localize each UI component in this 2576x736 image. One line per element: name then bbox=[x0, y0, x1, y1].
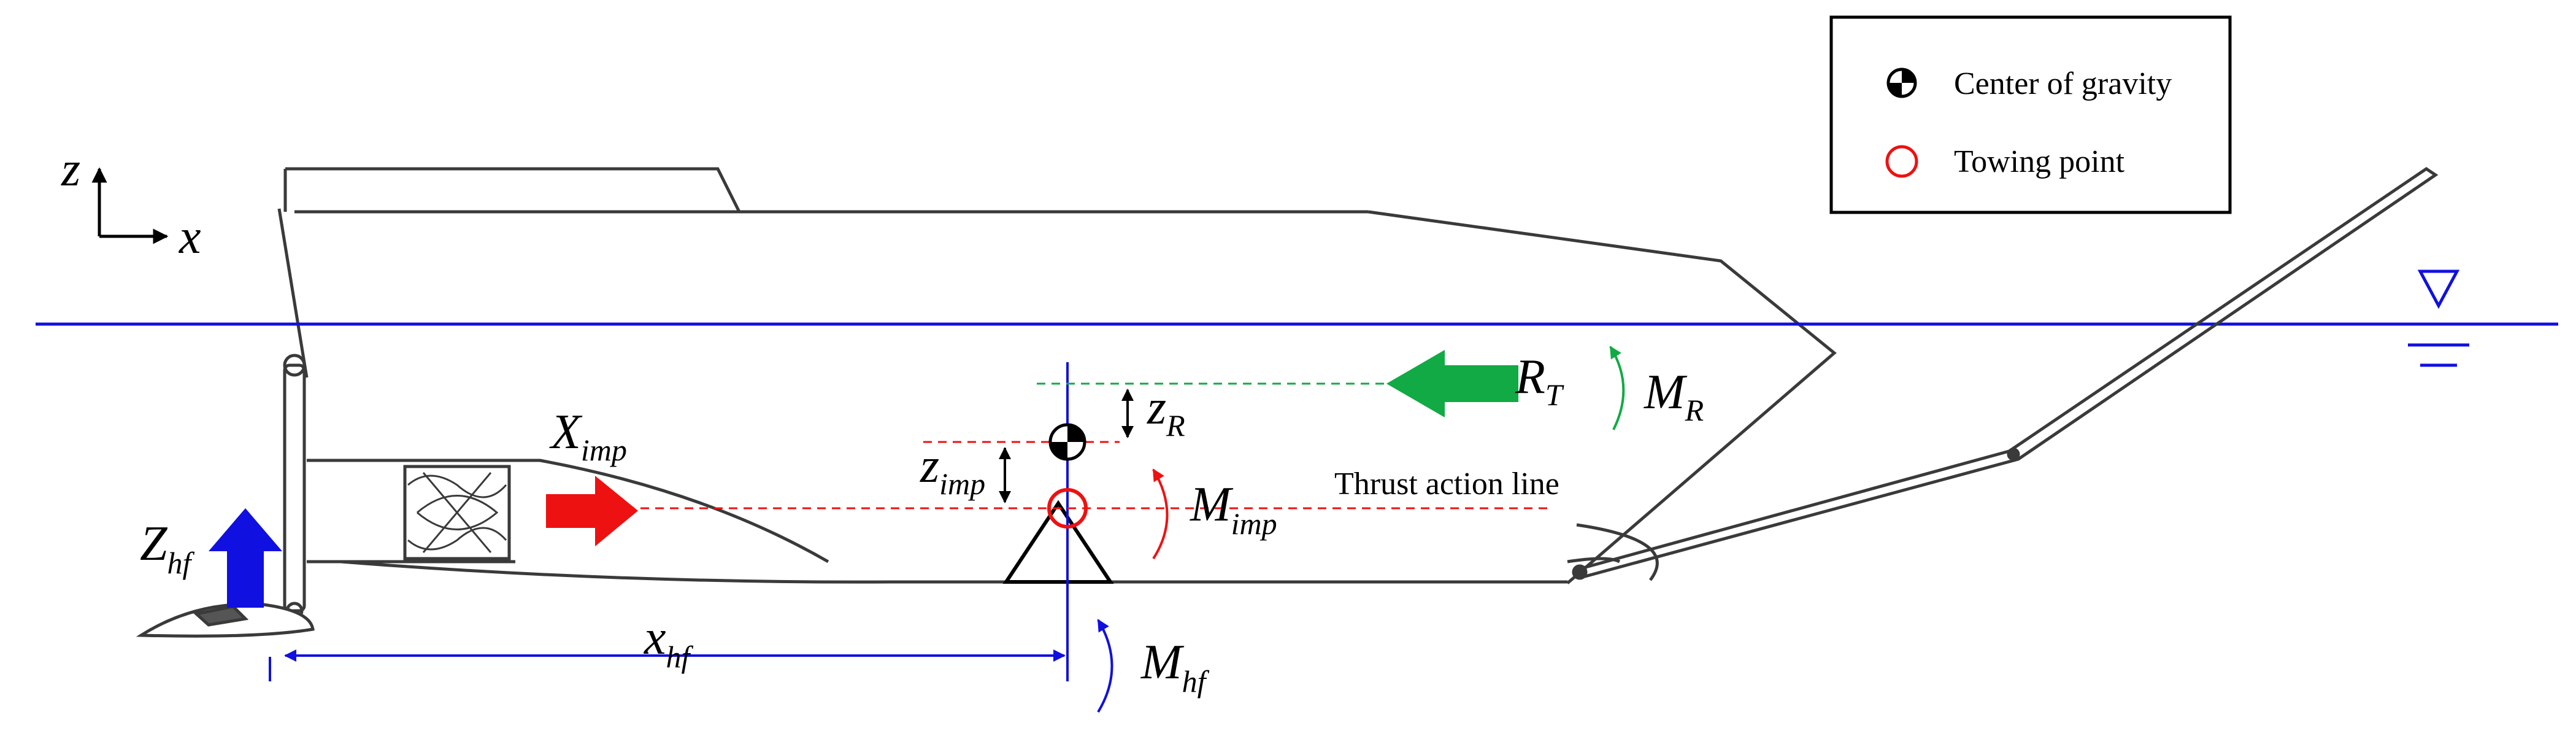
legend-box bbox=[1829, 15, 2232, 214]
xhf-label: xhf bbox=[644, 611, 694, 674]
legend-cog-label: Center of gravity bbox=[1954, 66, 2172, 101]
foil-moment-label: Mhf bbox=[1140, 635, 1210, 699]
bow-flare-curve bbox=[1576, 523, 1659, 581]
water-level-triangle-icon bbox=[2417, 269, 2460, 309]
strut-body bbox=[283, 363, 306, 613]
tow-fixture-triangle bbox=[1002, 500, 1114, 584]
impeller-moment-label: Mimp bbox=[1190, 478, 1277, 541]
bow-outline bbox=[1367, 210, 1837, 584]
thrust-label: Ximp bbox=[549, 405, 627, 467]
thrust-force-arrow bbox=[546, 476, 638, 546]
strut-top-pivot-icon bbox=[283, 354, 306, 377]
coordinate-axes: z x bbox=[61, 142, 201, 264]
towing-boom bbox=[1572, 166, 2439, 580]
legend-towing-label: Towing point bbox=[1954, 144, 2125, 179]
center-of-gravity-marker bbox=[1048, 423, 1086, 461]
boat-hull bbox=[277, 167, 1837, 584]
foil-lift-label: Zhf bbox=[140, 517, 195, 580]
towing-point-marker bbox=[1047, 488, 1088, 529]
foil-flap-detail bbox=[193, 605, 249, 627]
resistance-moment-arrow bbox=[1609, 346, 1625, 430]
tow-boom-outline bbox=[1576, 166, 2439, 579]
impeller-icon bbox=[407, 472, 507, 553]
boom-hinge-icon bbox=[1572, 564, 1588, 580]
center-of-gravity-icon bbox=[1886, 68, 1917, 98]
foil-lift-force-arrow bbox=[209, 508, 282, 608]
resistance-force-arrow bbox=[1386, 350, 1518, 417]
boom-joint-icon bbox=[2007, 447, 2020, 461]
resistance-moment-label: MR bbox=[1644, 365, 1704, 427]
z-axis-label: z bbox=[61, 142, 80, 196]
transom-line bbox=[277, 208, 309, 378]
bow-chine bbox=[1567, 557, 1621, 564]
impeller-moment-arrow bbox=[1152, 468, 1169, 560]
waterjet-unit bbox=[307, 459, 829, 564]
zr-label: zR bbox=[1147, 381, 1185, 443]
hydrofoil-strut bbox=[136, 354, 315, 638]
legend: Center of gravity Towing point bbox=[1829, 15, 2232, 214]
x-axis-label: x bbox=[179, 210, 201, 264]
duct-upper bbox=[307, 459, 829, 564]
towing-point-icon bbox=[1885, 145, 1918, 178]
water-surface-symbol bbox=[2408, 269, 2469, 367]
thrust-action-line-label: Thrust action line bbox=[1334, 467, 1559, 502]
cabin-outline bbox=[285, 167, 741, 213]
impeller-housing bbox=[403, 465, 511, 560]
resistance-label: RT bbox=[1515, 350, 1564, 412]
hull-bottom-line bbox=[340, 560, 1567, 584]
zimp-label: zimp bbox=[920, 439, 985, 501]
foil-moment-arrow bbox=[1097, 619, 1113, 713]
